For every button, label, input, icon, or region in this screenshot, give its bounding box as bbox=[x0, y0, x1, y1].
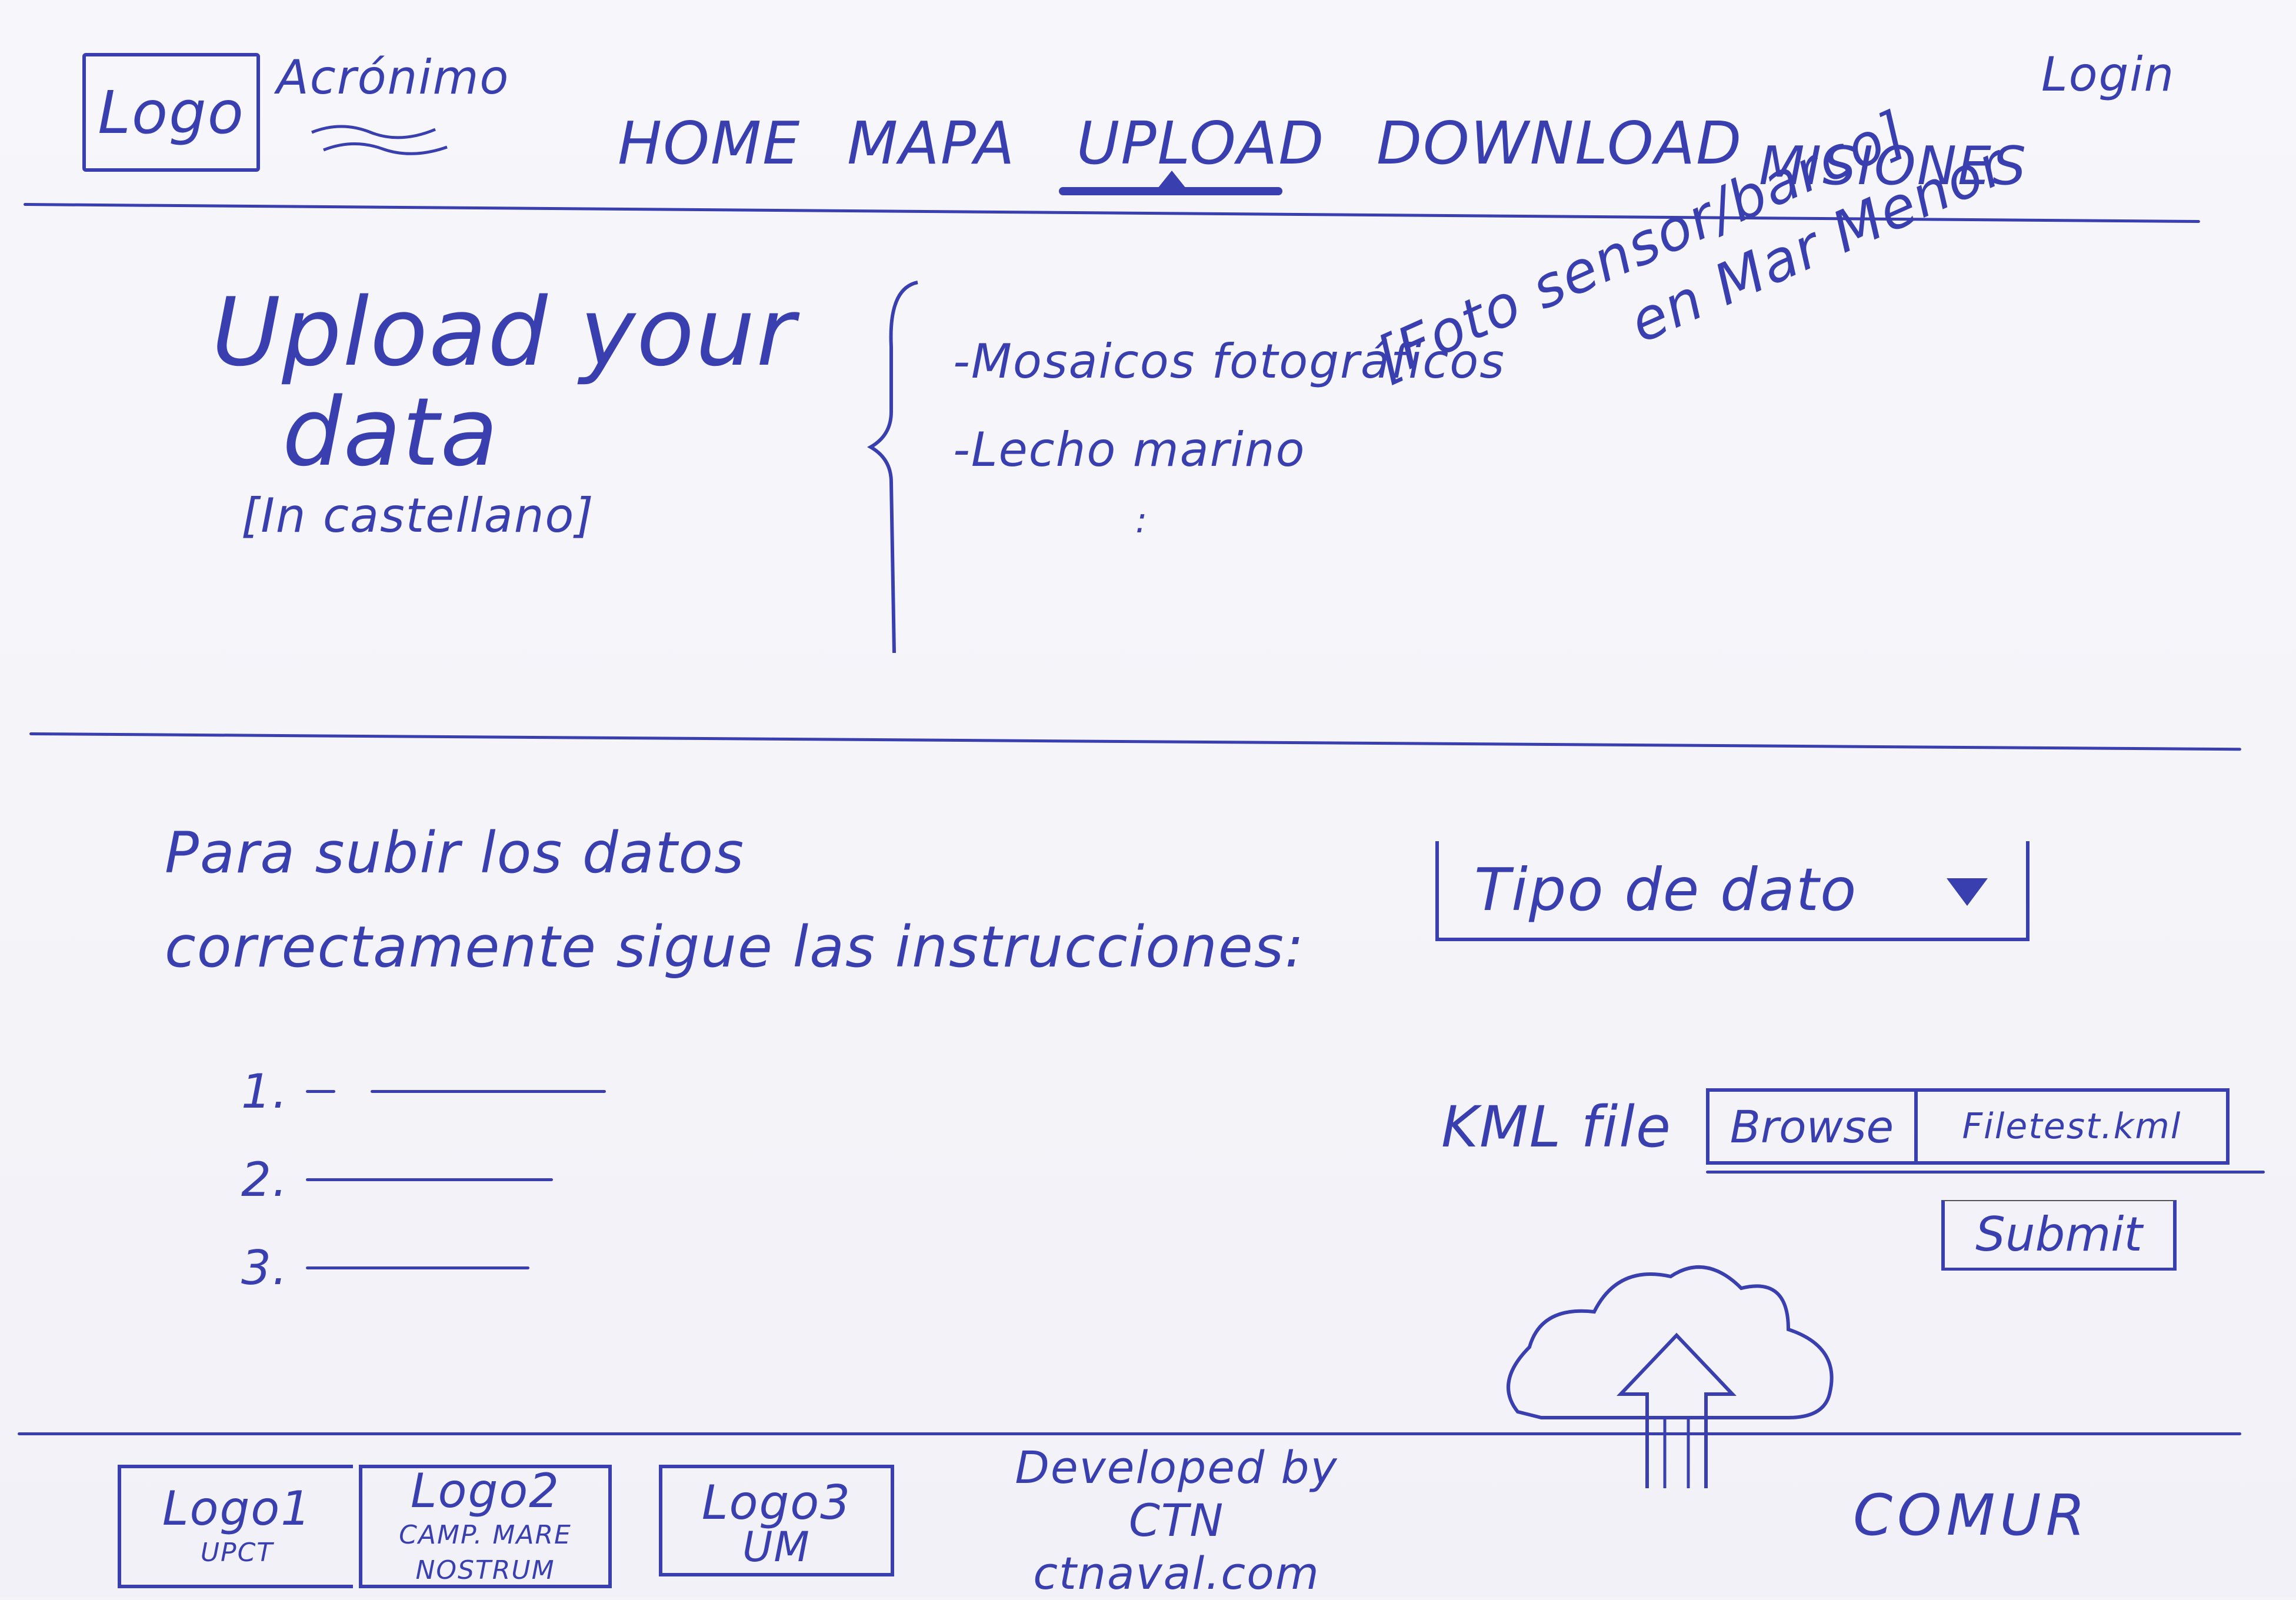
footer-logo-upct-sub: UPCT bbox=[200, 1538, 274, 1568]
hero-title-line1: Upload your bbox=[212, 277, 797, 387]
data-type-select-value: Tipo de dato bbox=[1474, 855, 1858, 924]
instructions-steps: 1. 2. 3. bbox=[241, 1047, 607, 1312]
hero-list-item: -Lecho marino bbox=[953, 422, 1306, 477]
footer-logo-um[interactable]: Logo3 UM bbox=[659, 1465, 894, 1576]
hero-title: Upload your data bbox=[212, 282, 796, 482]
step-number: 1. bbox=[241, 1064, 289, 1119]
hero-data-types-list: -Mosaicos fotográficos -Lecho marino bbox=[953, 318, 1505, 494]
kml-file-label: KML file bbox=[1441, 1094, 1672, 1160]
instructions-line1: Para subir los datos bbox=[165, 820, 745, 886]
cloud-upload-icon bbox=[1507, 1265, 1834, 1488]
acronym-scribble-icon bbox=[311, 125, 448, 155]
hero-title-line2: data bbox=[282, 377, 499, 487]
footer-brand: COMUR bbox=[1853, 1482, 2090, 1548]
nav-active-caret-icon bbox=[1158, 171, 1186, 188]
developer-credit: Developed by CTN ctnaval.com bbox=[1000, 1441, 1353, 1600]
developer-credit-link[interactable]: ctnaval.com bbox=[1033, 1547, 1320, 1599]
footer-logo-um-sub: UM bbox=[742, 1523, 811, 1571]
step-placeholder-line bbox=[371, 1089, 607, 1093]
developer-credit-line2: CTN bbox=[1128, 1494, 1225, 1546]
header-logo-label: Logo bbox=[98, 78, 245, 147]
hero-list-item: -Mosaicos fotográficos bbox=[953, 334, 1505, 389]
footer-logo-cmn-title: Logo2 bbox=[410, 1464, 561, 1518]
file-row-underline bbox=[1706, 1171, 2265, 1174]
browse-button[interactable]: Browse bbox=[1706, 1088, 1918, 1165]
step-placeholder-line bbox=[306, 1178, 554, 1181]
nav-home[interactable]: HOME bbox=[618, 109, 801, 178]
footer-logo-um-title: Logo3 bbox=[701, 1475, 852, 1530]
header-logo[interactable]: Logo bbox=[82, 53, 260, 172]
curly-brace-icon bbox=[867, 281, 918, 654]
header-acronym: Acrónimo bbox=[276, 50, 510, 105]
hero-subtitle: [In castellano] bbox=[241, 488, 595, 543]
submit-button[interactable]: Submit bbox=[1941, 1200, 2177, 1271]
instructions-line2: correctamente sigue las instrucciones: bbox=[165, 914, 1305, 980]
footer-logo-cmn-sub: CAMP. MARE NOSTRUM bbox=[399, 1520, 572, 1585]
footer-logo-upct-title: Logo1 bbox=[162, 1481, 312, 1536]
step-item: 2. bbox=[241, 1135, 606, 1224]
nav-upload[interactable]: UPLOAD bbox=[1077, 109, 1325, 178]
chevron-down-icon bbox=[1947, 878, 1988, 906]
nav-download[interactable]: DOWNLOAD bbox=[1377, 109, 1743, 178]
instructions-text: Para subir los datos correctamente sigue… bbox=[165, 806, 1305, 994]
footer-divider bbox=[18, 1432, 2241, 1435]
nav-active-underline bbox=[1059, 187, 1282, 195]
step-number: 3. bbox=[241, 1240, 289, 1295]
selected-file-name: Filetest.kml bbox=[1918, 1088, 2230, 1165]
developer-credit-line1: Developed by bbox=[1015, 1441, 1338, 1494]
step-number: 2. bbox=[241, 1152, 289, 1207]
footer-logo-cmn[interactable]: Logo2 CAMP. MARE NOSTRUM bbox=[359, 1465, 612, 1588]
nav-misiones[interactable]: MISIONES bbox=[1759, 135, 2028, 197]
login-link[interactable]: Login bbox=[2041, 47, 2175, 102]
hero-ellipsis: : bbox=[1135, 500, 1149, 541]
step-item: 3. bbox=[241, 1224, 606, 1312]
data-type-select[interactable]: Tipo de dato bbox=[1435, 841, 2030, 941]
step-item: 1. bbox=[241, 1047, 607, 1135]
step-dash bbox=[306, 1089, 336, 1093]
footer-logo-upct[interactable]: Logo1 UPCT bbox=[118, 1465, 353, 1588]
step-placeholder-line bbox=[306, 1266, 530, 1269]
nav-mapa[interactable]: MAPA bbox=[847, 109, 1016, 178]
